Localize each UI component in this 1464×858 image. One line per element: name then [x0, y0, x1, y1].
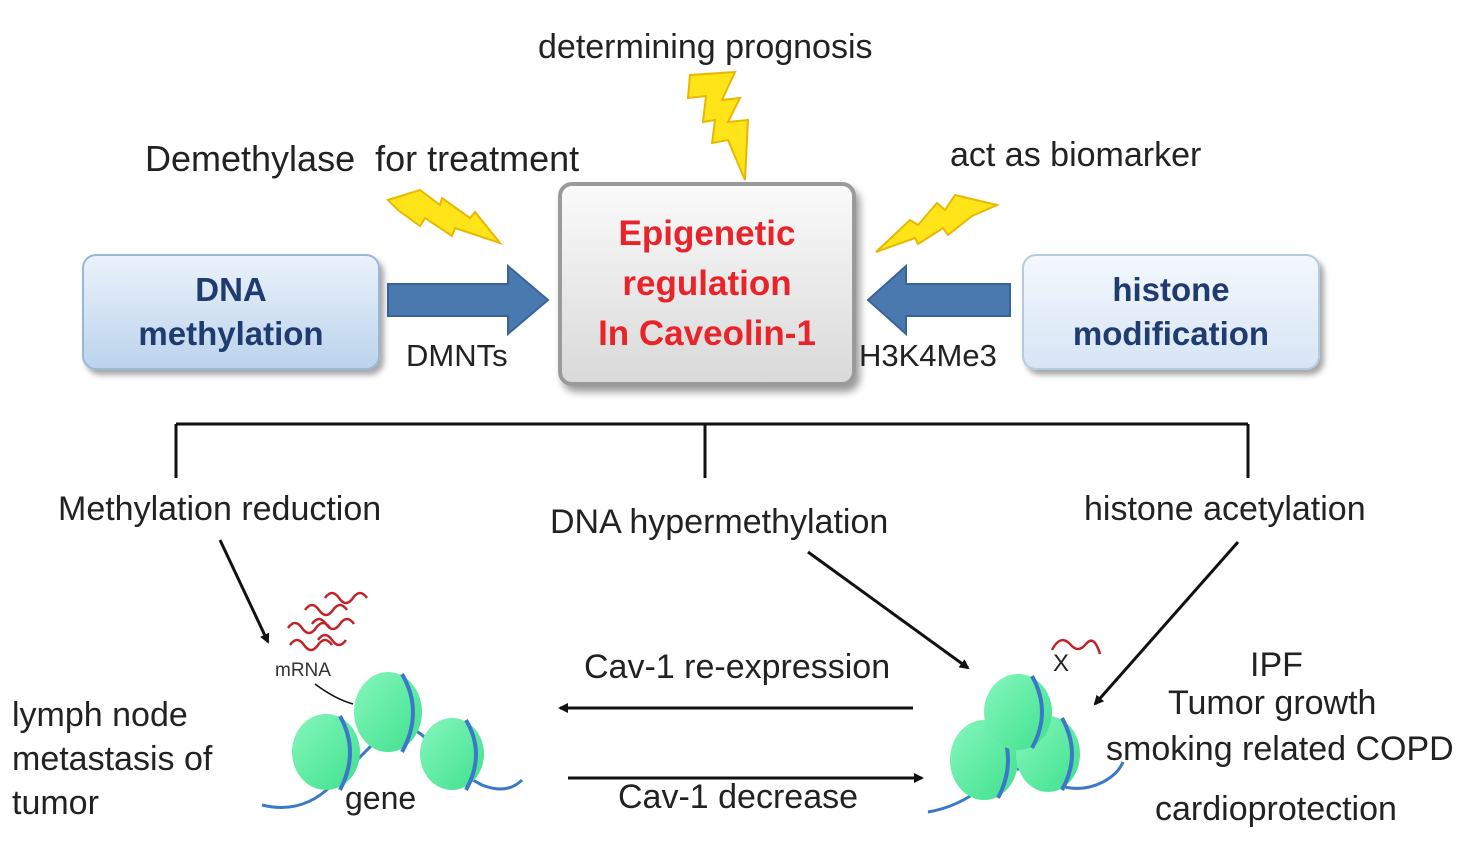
outcome-copd: smoking related COPD [1106, 730, 1454, 768]
arrow-histone-to-center [866, 263, 1011, 337]
dna-methylation-line-1: DNA [195, 271, 267, 308]
arrow-dna-to-center [387, 263, 550, 337]
outcome-tumor-growth: Tumor growth [1168, 684, 1377, 722]
lymph-line-1: lymph node [12, 696, 188, 734]
compact-chromatin-icon [927, 674, 1125, 814]
dna-methylation-box: DNA methylation [82, 254, 380, 370]
gene-label: gene [345, 780, 417, 816]
histone-line-2: modification [1072, 315, 1270, 352]
dmnts-label: DMNTs [406, 338, 508, 373]
histone-acetylation-label: histone acetylation [1084, 490, 1366, 528]
epigenetic-line-1: Epigenetic [618, 214, 796, 253]
cav-reexpression-label: Cav-1 re-expression [584, 648, 891, 686]
lightning-biomarker-icon [875, 193, 1001, 253]
mrna-label: mRNA [275, 660, 331, 681]
lightning-demethylase-icon [386, 188, 503, 246]
cav-decrease-label: Cav-1 decrease [618, 778, 859, 816]
mrna-strands-icon [286, 591, 369, 652]
diagonal-arrows [218, 539, 1240, 706]
epigenetic-regulation-box: Epigenetic regulation In Caveolin-1 [558, 182, 856, 386]
epigenetic-line-2: regulation [622, 264, 792, 303]
open-chromatin-icon [261, 672, 524, 809]
epigenetic-line-3: In Caveolin-1 [598, 314, 816, 353]
biomarker-label: act as biomarker [950, 136, 1202, 174]
outcome-ipf: IPF [1250, 646, 1303, 684]
branch-bracket [174, 422, 1250, 478]
histone-modification-box: histone modification [1022, 254, 1320, 370]
blocked-x-mark: X [1053, 650, 1070, 677]
lymph-line-3: tumor [12, 784, 99, 822]
dna-hypermethylation-label: DNA hypermethylation [550, 503, 889, 541]
outcome-cardioprotection: cardioprotection [1155, 790, 1397, 828]
methylation-reduction-label: Methylation reduction [58, 490, 382, 528]
h3k4me3-label: H3K4Me3 [859, 338, 997, 373]
dna-methylation-line-2: methylation [138, 315, 324, 352]
demethylase-label: Demethylase for treatment [145, 138, 580, 179]
prognosis-label: determining prognosis [538, 28, 873, 66]
blocked-mrna-icon [1050, 638, 1102, 655]
lightning-prognosis-icon [686, 70, 750, 181]
lymph-line-2: metastasis of [12, 740, 213, 778]
mrna-pointer-line [314, 683, 354, 705]
histone-line-1: histone [1112, 271, 1230, 308]
